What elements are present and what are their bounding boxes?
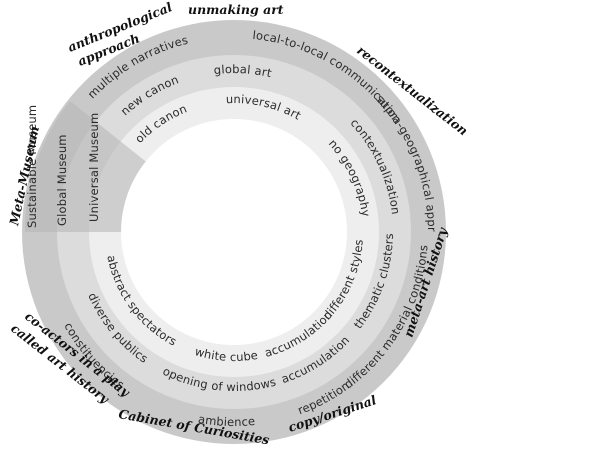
ring-label-global-art: global art bbox=[213, 62, 273, 80]
ring-label-sustainable-museum: Sustainable Museum bbox=[25, 105, 39, 228]
outer-label-unmaking-art: unmaking art bbox=[188, 2, 284, 17]
ring-label-ambience: ambience bbox=[197, 412, 256, 429]
center-disc bbox=[121, 119, 347, 345]
ring-label-global-museum: Global Museum bbox=[55, 134, 69, 226]
ring-label-universal-museum: Universal Museum bbox=[87, 113, 101, 222]
